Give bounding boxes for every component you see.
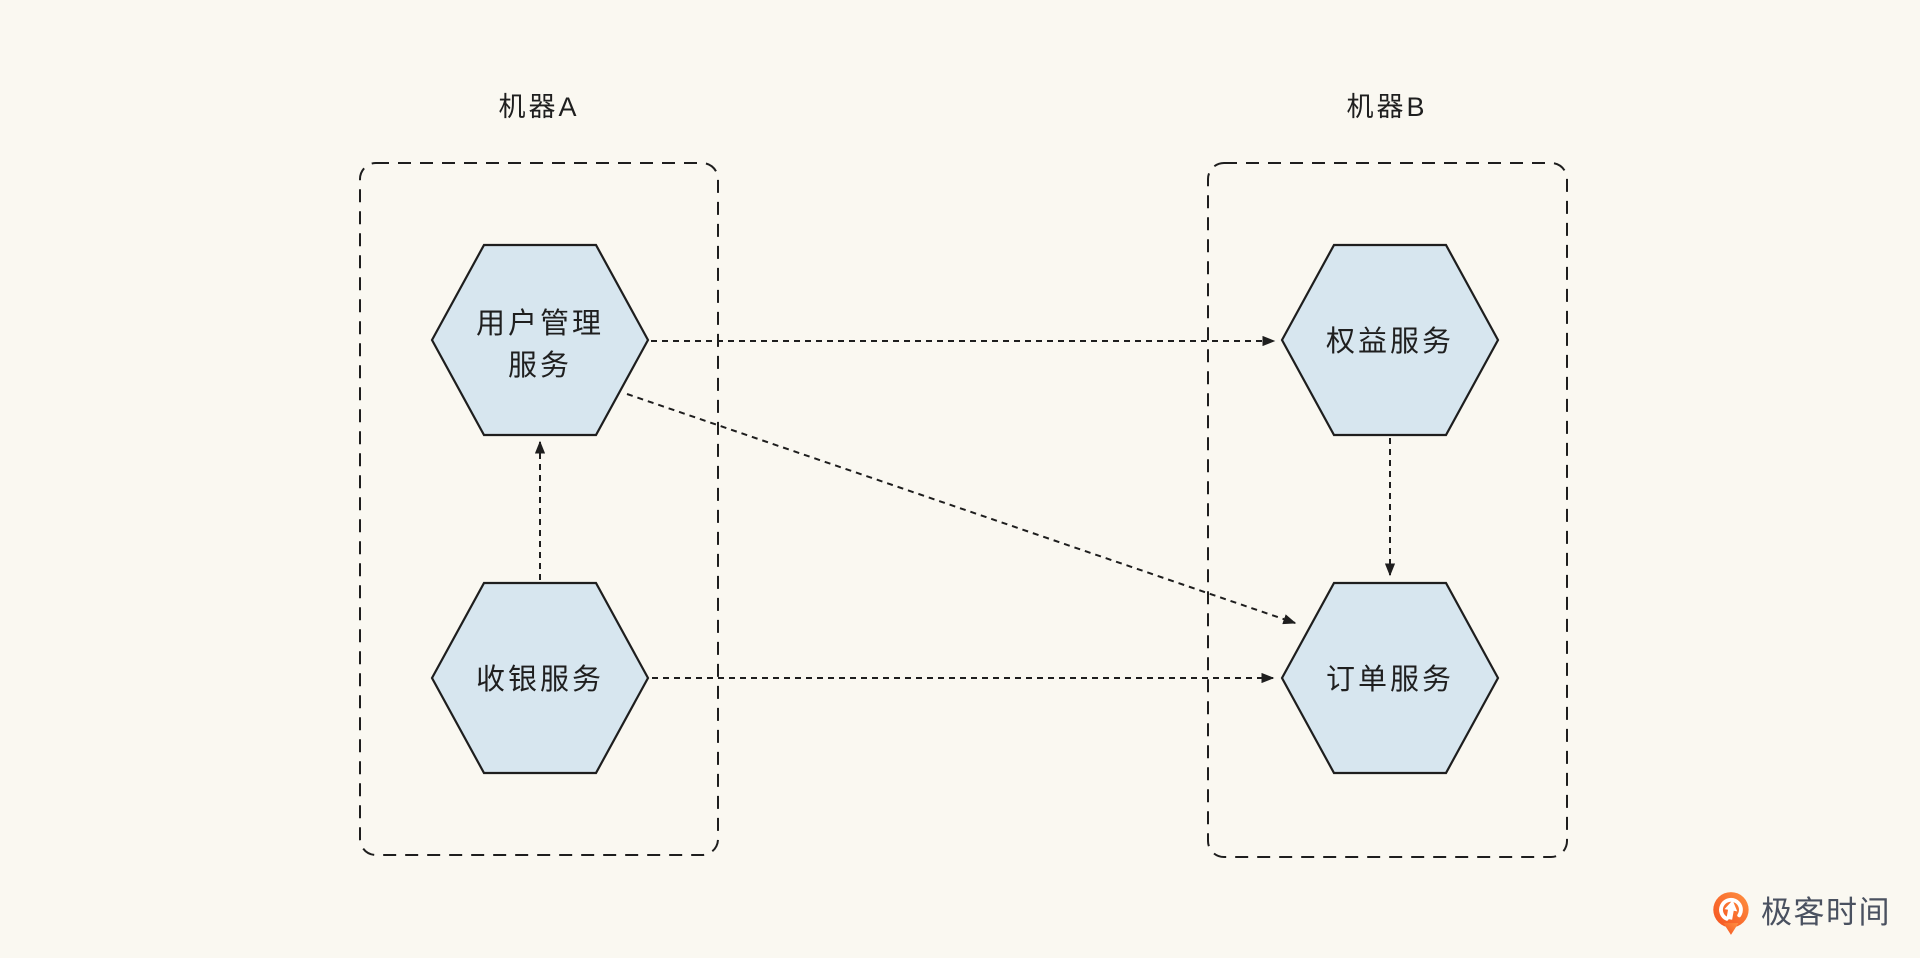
user-mgmt-hexagon [430,243,650,437]
node-user-mgmt-service: 用户管理 服务 [430,243,650,437]
benefit-label: 权益服务 [1326,325,1454,358]
machine-a-box [359,162,719,856]
machine-a-title: 机器A [498,92,579,122]
machine-b-box [1207,162,1568,858]
node-benefit-service: 权益服务 [1280,243,1500,437]
cashier-label: 收银服务 [476,663,604,696]
order-hexagon [1280,581,1500,775]
node-cashier-service: 收银服务 [430,581,650,775]
geektime-logo: 极客时间 [1712,884,1891,942]
node-order-service: 订单服务 [1280,581,1500,775]
geektime-pin-icon [1713,891,1749,935]
user-mgmt-label-line1: 用户管理 [476,307,604,340]
geektime-logo-text: 极客时间 [1761,895,1891,930]
user-mgmt-label-line2: 服务 [508,349,572,382]
machine-b-title: 机器B [1346,92,1427,122]
cashier-hexagon [430,581,650,775]
order-label: 订单服务 [1326,663,1454,696]
edge-user-mgmt-to-order [626,393,1297,625]
benefit-hexagon [1280,243,1500,437]
